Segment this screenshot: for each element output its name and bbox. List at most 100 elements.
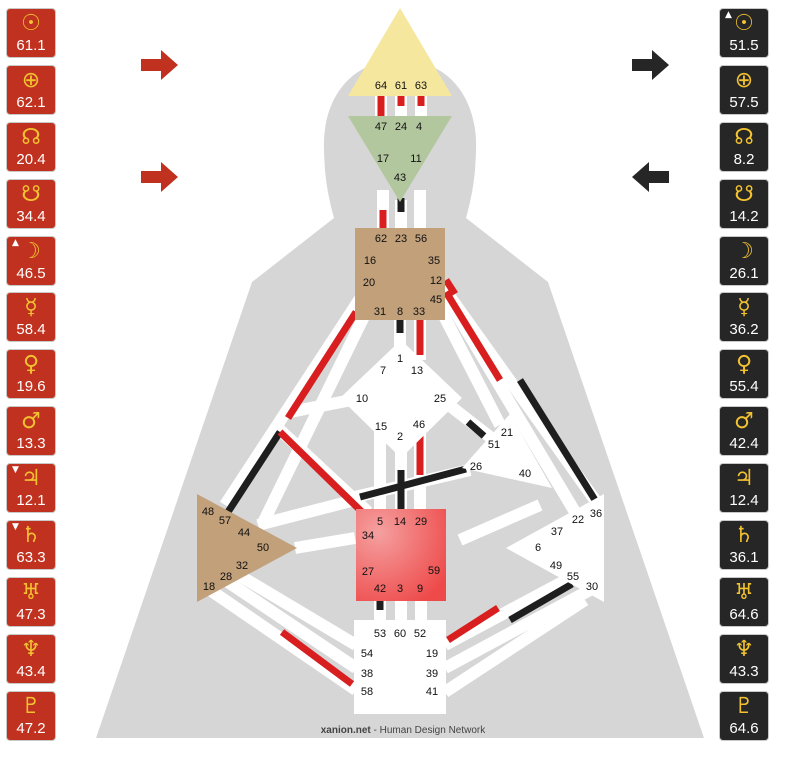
gate-34: 34: [362, 530, 374, 542]
design-tile-moon: ▲☽46.5: [6, 235, 56, 286]
gate-62: 62: [375, 233, 387, 245]
north-node-icon: ☊: [734, 124, 754, 150]
personality-uranus-value: 64.6: [729, 605, 759, 623]
gate-20: 20: [363, 277, 375, 289]
gate-4: 4: [416, 121, 422, 133]
gate-39: 39: [426, 668, 438, 680]
design-tile-earth: ⊕62.1: [6, 64, 56, 115]
north-node-icon: ☊: [21, 124, 41, 150]
design-moon-retro-mark-icon: ▲: [12, 237, 19, 248]
personality-venus-value: 55.4: [729, 378, 759, 396]
design-tile-pluto: ♇47.2: [6, 690, 56, 741]
jupiter-icon: ♃: [21, 466, 41, 492]
design-tile-north-node: ☊20.4: [6, 121, 56, 172]
personality-column: ▲☉51.5⊕57.5☊8.2☋14.2☽26.1☿36.2♀55.4♂42.4…: [719, 8, 771, 748]
ajna-center: [348, 116, 452, 202]
saturn-icon: ♄: [734, 523, 754, 549]
design-tile-sun: ☉61.1: [6, 8, 56, 58]
gate-9: 9: [417, 583, 423, 595]
gate-64: 64: [375, 80, 387, 92]
channel-25-51: [465, 419, 487, 439]
head-center: [348, 8, 452, 96]
root-center: [354, 620, 446, 714]
design-tile-mars: ♂13.3: [6, 406, 56, 457]
design-tile-mercury: ☿58.4: [6, 292, 56, 343]
personality-sun-value: 51.5: [729, 37, 759, 54]
gate-50: 50: [257, 542, 269, 554]
gate-45: 45: [430, 294, 442, 306]
gate-33: 33: [413, 306, 425, 318]
gate-59: 59: [428, 565, 440, 577]
personality-tile-north-node: ☊8.2: [719, 121, 769, 172]
channel-20-34-black: [225, 430, 283, 514]
design-mercury-value: 58.4: [16, 321, 46, 339]
gate-61: 61: [395, 80, 407, 92]
personality-sun-retro-mark-icon: ▲: [725, 10, 732, 20]
gate-13: 13: [411, 365, 423, 377]
gate-36: 36: [590, 508, 602, 520]
g-center: [340, 340, 462, 458]
design-tile-south-node: ☋34.4: [6, 178, 56, 229]
gate-43: 43: [394, 172, 406, 184]
gate-11: 11: [410, 153, 421, 165]
credit-bold: xanion.net: [321, 725, 372, 736]
design-pluto-value: 47.2: [16, 719, 46, 737]
design-arrows: [141, 50, 178, 192]
gate-14: 14: [394, 516, 406, 528]
design-jupiter-value: 12.1: [16, 492, 46, 510]
gate-47: 47: [375, 121, 387, 133]
gate-40: 40: [519, 468, 531, 480]
gate-8: 8: [397, 306, 403, 318]
south-node-icon: ☋: [734, 181, 754, 207]
gate-23: 23: [395, 233, 407, 245]
gate-63: 63: [415, 80, 427, 92]
personality-tile-venus: ♀55.4: [719, 349, 769, 400]
heart-center: [462, 414, 552, 488]
design-tile-jupiter: ▼♃12.1: [6, 463, 56, 514]
personality-pluto-value: 64.6: [729, 719, 759, 737]
personality-tile-moon: ☽26.1: [719, 235, 769, 286]
gate-49: 49: [550, 560, 562, 572]
design-tile-neptune: ♆43.4: [6, 633, 56, 684]
personality-tile-south-node: ☋14.2: [719, 178, 769, 229]
gate-1: 1: [397, 353, 403, 365]
credit-rest: - Human Design Network: [371, 725, 486, 736]
neptune-icon: ♆: [21, 636, 41, 662]
earth-icon: ⊕: [734, 67, 754, 93]
channel-20-34-red: [285, 310, 359, 420]
gate-42: 42: [374, 583, 386, 595]
gate-44: 44: [238, 527, 250, 539]
gate-51: 51: [488, 439, 500, 451]
saturn-icon: ♄: [21, 523, 41, 549]
design-uranus-value: 47.3: [16, 605, 46, 623]
personality-tile-jupiter: ♃12.4: [719, 463, 769, 514]
gate-37: 37: [551, 526, 563, 538]
personality-arrow-top: [632, 50, 669, 80]
channel-19: [446, 605, 500, 643]
sun-icon: ☉: [21, 11, 41, 36]
personality-moon-value: 26.1: [729, 264, 759, 282]
gate-56: 56: [415, 233, 427, 245]
design-neptune-value: 43.4: [16, 662, 46, 680]
personality-jupiter-value: 12.4: [729, 492, 759, 510]
gate-17: 17: [377, 153, 389, 165]
gate-60: 60: [394, 628, 406, 640]
personality-mercury-value: 36.2: [729, 321, 759, 339]
throat-center: [355, 228, 445, 320]
channel-58: [279, 629, 355, 687]
pluto-icon: ♇: [21, 693, 41, 719]
personality-neptune-value: 43.3: [729, 662, 759, 680]
gate-31: 31: [374, 306, 386, 318]
personality-tile-mercury: ☿36.2: [719, 292, 769, 343]
mars-icon: ♂: [734, 409, 754, 435]
gate-32: 32: [236, 560, 248, 572]
personality-north-node-value: 8.2: [733, 150, 755, 168]
gate-5: 5: [377, 516, 383, 528]
personality-tile-uranus: ♅64.6: [719, 576, 769, 627]
design-tile-uranus: ♅47.3: [6, 576, 56, 627]
sun-icon: ☉: [734, 11, 754, 36]
pluto-icon: ♇: [734, 693, 754, 719]
channel-12: [443, 290, 503, 382]
design-south-node-value: 34.4: [16, 207, 46, 225]
